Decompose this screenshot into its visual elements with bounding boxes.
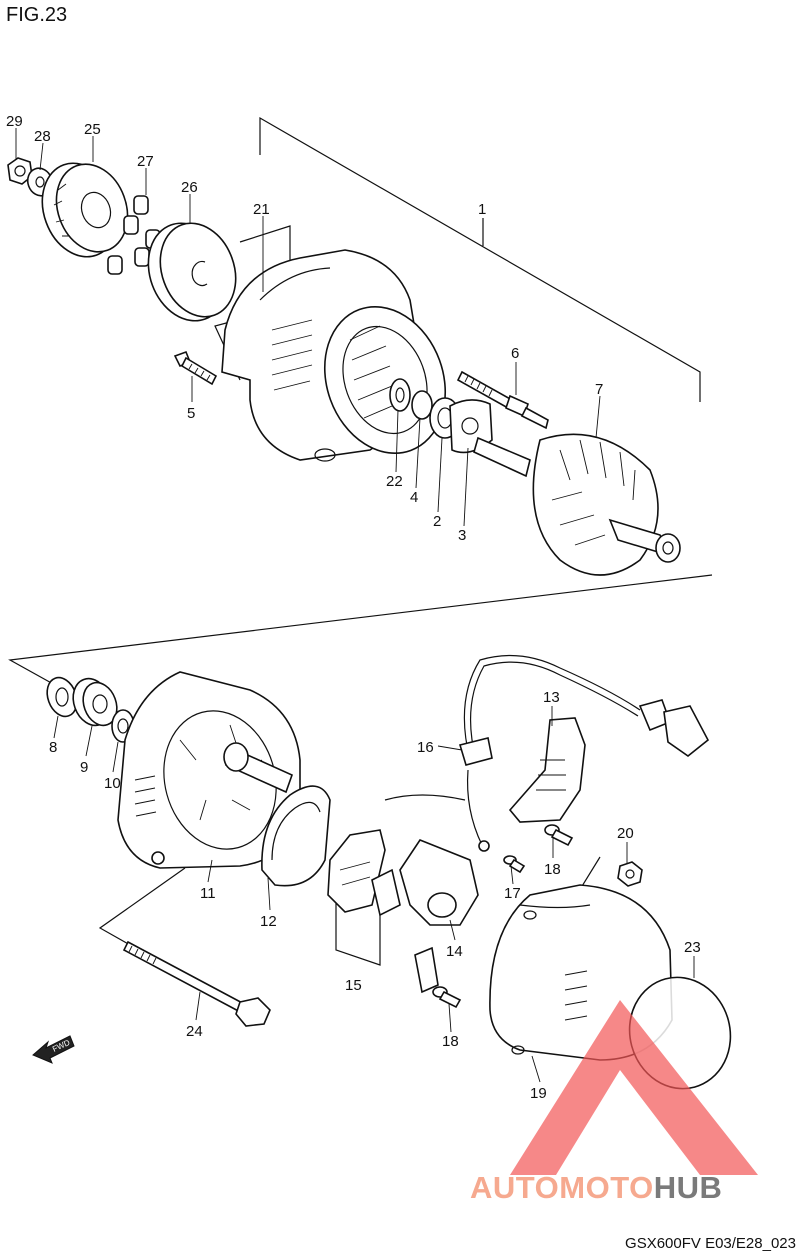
callout-18-upper: 18 (544, 861, 561, 878)
part-11-rear-housing (117, 671, 301, 869)
callout-21: 21 (253, 201, 270, 218)
part-16-wire-harness (384, 654, 710, 852)
callout-1: 1 (478, 201, 486, 218)
callout-19: 19 (530, 1085, 547, 1102)
callout-4: 4 (410, 489, 418, 506)
part-7-rotor (473, 433, 681, 576)
watermark-text-b: HUB (653, 1170, 723, 1205)
part-13-terminal-plate (508, 717, 586, 823)
part-17-screw (503, 855, 526, 874)
watermark-text: AUTOMOTOHUB (470, 1170, 722, 1206)
callout-9: 9 (80, 759, 88, 776)
watermark-logo (510, 1000, 758, 1175)
footer-code: GSX600FV E03/E28_023 (625, 1235, 796, 1252)
callout-13: 13 (543, 689, 560, 706)
callout-17: 17 (504, 885, 521, 902)
callout-15: 15 (345, 977, 362, 994)
callout-11: 11 (200, 885, 216, 902)
leader-lines (15, 128, 695, 1083)
fwd-arrow-icon: FWD (32, 1035, 75, 1064)
part-14-regulator (399, 839, 479, 994)
callout-14: 14 (446, 943, 463, 960)
callout-5: 5 (187, 405, 195, 422)
callout-29: 29 (6, 113, 23, 130)
callout-20: 20 (617, 825, 634, 842)
part-22-spacer (389, 378, 411, 412)
callout-6: 6 (511, 345, 519, 362)
callout-27: 27 (137, 153, 154, 170)
part-26-damper-hub (147, 222, 237, 322)
callout-23: 23 (684, 939, 701, 956)
part-15-brush-holder (327, 829, 401, 917)
callout-24: 24 (186, 1023, 203, 1040)
figure-title: FIG.23 (6, 4, 68, 26)
callout-2: 2 (433, 513, 441, 530)
part-18-screw-upper (544, 824, 574, 847)
callout-22: 22 (386, 473, 403, 490)
callout-10: 10 (104, 775, 121, 792)
part-20-nut (617, 861, 643, 887)
part-5-bolt (173, 350, 218, 386)
callout-3: 3 (458, 527, 466, 544)
callout-25: 25 (84, 121, 101, 138)
callout-12: 12 (260, 913, 277, 930)
part-18-screw-lower (432, 986, 462, 1009)
callout-16: 16 (417, 739, 434, 756)
callout-28: 28 (34, 128, 51, 145)
callout-8: 8 (49, 739, 57, 756)
part-24-through-bolt (122, 940, 271, 1027)
part-6-stud (456, 370, 549, 430)
part-12-seal-plate (261, 785, 331, 887)
callout-labels: 29 28 25 27 26 21 1 6 7 5 22 4 2 3 8 9 1… (6, 113, 701, 1102)
part-25-pulley (41, 162, 129, 258)
watermark-text-a: AUTOMOTO (470, 1170, 654, 1205)
callout-7: 7 (595, 381, 603, 398)
callout-18-lower: 18 (442, 1033, 459, 1050)
callout-26: 26 (181, 179, 198, 196)
part-4-bearing (411, 390, 433, 420)
part-9-bearing (72, 677, 118, 727)
front-housing (221, 249, 447, 462)
